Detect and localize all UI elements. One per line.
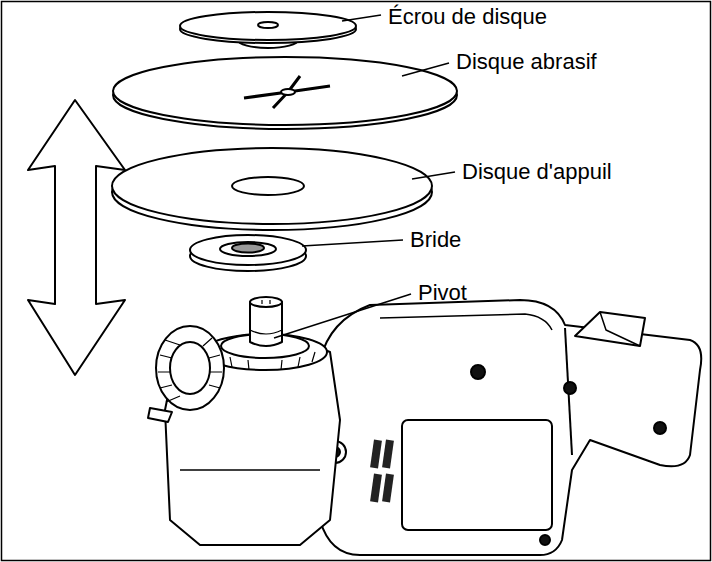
leader-lines <box>274 294 411 338</box>
grinder-illustration <box>262 300 270 304</box>
grinder-illustration <box>148 297 701 555</box>
abrasive-disc <box>281 89 295 95</box>
grinder-illustration <box>215 352 315 370</box>
leader-lines <box>342 15 381 21</box>
grinder-illustration <box>382 474 394 503</box>
flange <box>220 242 276 256</box>
part-label: Bride <box>410 227 461 253</box>
leader-lines <box>302 240 403 246</box>
grinder-illustration <box>575 312 645 346</box>
flange <box>190 235 306 271</box>
disc-nut <box>180 12 356 48</box>
support-disc <box>112 148 432 224</box>
grinder-illustration <box>250 302 282 346</box>
part-label: Pivot <box>418 280 467 306</box>
abrasive-disc <box>244 76 330 108</box>
disc-nut <box>258 22 278 28</box>
part-label: Écrou de disque <box>388 4 547 30</box>
grinder-illustration <box>370 440 382 469</box>
grinder-illustration <box>250 297 282 307</box>
grinder-illustration <box>148 408 172 422</box>
grinder-illustration <box>180 469 320 471</box>
grinder-illustration <box>382 440 394 469</box>
grinder-illustration <box>320 300 701 555</box>
abrasive-disc <box>113 57 457 129</box>
flange <box>232 244 264 253</box>
grinder-illustration <box>654 422 666 434</box>
grinder-illustration <box>471 365 485 379</box>
grinder-illustration <box>370 474 382 503</box>
movement-arrow <box>28 100 125 375</box>
support-disc <box>112 148 432 230</box>
part-label: Disque abrasif <box>456 49 597 75</box>
grinder-illustration <box>250 330 282 334</box>
grinder-illustration <box>165 340 340 545</box>
flange <box>190 235 306 265</box>
grinder-illustration <box>564 382 576 394</box>
disc-nut <box>180 12 356 40</box>
leader-lines <box>412 172 455 179</box>
grinder-illustration <box>600 312 640 346</box>
grinder-illustration <box>540 535 550 545</box>
grinder-illustration <box>156 326 224 410</box>
grinder-illustration <box>370 440 394 503</box>
grinder-illustration <box>380 314 552 330</box>
abrasive-disc <box>113 57 457 125</box>
grinder-illustration <box>402 420 552 530</box>
grinder-illustration <box>215 352 315 370</box>
grinder-illustration <box>170 342 210 394</box>
support-disc <box>232 177 304 195</box>
grinder-illustration <box>158 338 222 402</box>
leader-lines <box>402 63 449 76</box>
part-label: Disque d'appuil <box>462 159 612 185</box>
